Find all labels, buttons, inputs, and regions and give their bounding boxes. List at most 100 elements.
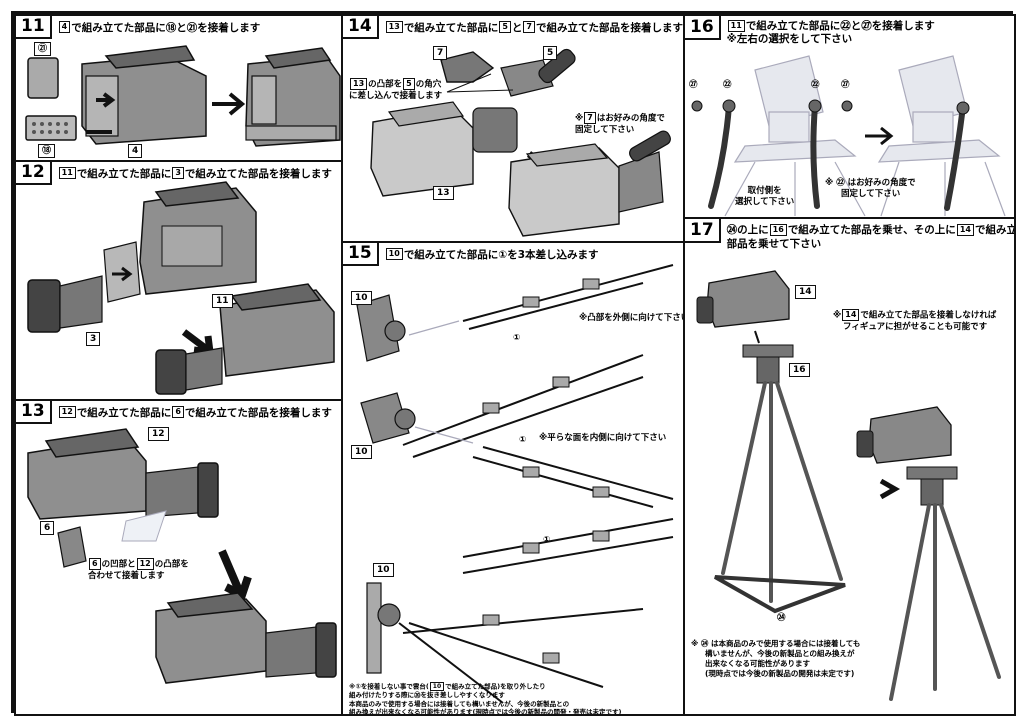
label-part-10: 10 bbox=[351, 291, 372, 305]
ref-box: 10 bbox=[385, 248, 403, 260]
step-text: ㉔の上に bbox=[726, 224, 769, 236]
ref-box: 6 bbox=[172, 406, 184, 418]
lens-hood-shape bbox=[27, 279, 61, 333]
step-13-header: 13 12 で組み立てた部品に 6 で組み立てた部品を接着します bbox=[16, 401, 332, 424]
part-18-shape bbox=[25, 115, 77, 141]
instruction-sheet: 11 4 で組み立てた部品に ⑱と㉑を接着します ㉑ ⑱ 4 12 bbox=[11, 11, 1016, 716]
step-text: で組み立てた部品に bbox=[76, 406, 172, 419]
step-14-header: 14 13 で組み立てた部品に 5 と 7 で組み立てた部品を接着します bbox=[343, 16, 683, 39]
step-text: で組み立てた部品に①を3本差し込みます bbox=[403, 248, 599, 261]
arrow-right-icon bbox=[879, 478, 901, 500]
step-15-header: 15 10 で組み立てた部品に①を3本差し込みます bbox=[343, 243, 599, 266]
label-part-12: 12 bbox=[148, 427, 169, 441]
label-part-21: ㉑ bbox=[34, 42, 52, 56]
step-number: 12 bbox=[16, 162, 52, 185]
step-15-panel: 15 10 で組み立てた部品に①を3本差し込みます bbox=[341, 241, 685, 716]
step-text: で組み立てた部品に bbox=[71, 21, 166, 34]
ref-box: 3 bbox=[172, 167, 184, 179]
step-text: で組み立てた部品を乗せ、その上に bbox=[787, 224, 956, 236]
step-17-footnote: ※ ㉔ は本商品のみで使用する場合には接着しても 構いませんが、今後の新製品との… bbox=[691, 639, 861, 678]
part-5-shape bbox=[500, 59, 554, 97]
step-text: で組み立てた部品を接着します bbox=[184, 167, 332, 180]
step-text: で組み立てた部品に㉒と㉗を接着します bbox=[745, 20, 935, 32]
step-15-illustration bbox=[356, 264, 674, 704]
step-text: で組み立てた部品を接着します bbox=[535, 21, 683, 34]
ref-box: 4 bbox=[58, 21, 71, 33]
ref-box: 16 bbox=[769, 224, 787, 236]
label-part-11: 11 bbox=[212, 294, 233, 308]
part-6-shape bbox=[57, 526, 87, 568]
label-part-5: 5 bbox=[543, 46, 558, 60]
step-13-illustration bbox=[27, 428, 337, 684]
step-text: ※左右の選択をして下さい bbox=[726, 33, 853, 45]
label-part-10: 10 bbox=[373, 563, 394, 577]
label-part-1: ① bbox=[513, 333, 521, 343]
label-part-4: 4 bbox=[128, 144, 143, 158]
step-12-panel: 12 11 で組み立てた部品に 3 で組み立てた部品を接着します 11 3 bbox=[14, 160, 343, 401]
step-14-illustration bbox=[370, 48, 671, 237]
step-text: で組み立てた部品に bbox=[76, 167, 172, 180]
step-text: で組み立てた部品を接着します bbox=[184, 406, 332, 419]
part-21-shape bbox=[27, 57, 59, 99]
step-number: 15 bbox=[343, 243, 379, 266]
arrow-down-icon bbox=[218, 549, 252, 601]
step-text: 部品を乗せて下さい bbox=[726, 238, 822, 250]
step-11-header: 11 4 で組み立てた部品に ⑱と㉑を接着します bbox=[16, 16, 261, 39]
step-12-illustration bbox=[27, 181, 335, 395]
label-part-13: 13 bbox=[433, 186, 454, 200]
step-number: 17 bbox=[685, 219, 721, 243]
label-part-24: ㉔ bbox=[777, 613, 786, 623]
step-11-illustration bbox=[25, 45, 341, 156]
ref-box: 14 bbox=[956, 224, 974, 236]
step-number: 14 bbox=[343, 16, 379, 39]
step-number: 16 bbox=[685, 16, 721, 40]
label-part-1: ① bbox=[519, 435, 527, 445]
ref-box: 7 bbox=[523, 21, 535, 33]
ref-box: 5 bbox=[499, 21, 511, 33]
ref-box: 11 bbox=[727, 20, 745, 32]
step-number: 11 bbox=[16, 16, 52, 39]
arrow-down-right-icon bbox=[181, 329, 215, 357]
label-part-27: ㉗ bbox=[841, 80, 850, 90]
label-part-22: ㉒ bbox=[811, 80, 820, 90]
label-part-3: 3 bbox=[86, 332, 101, 346]
step-11-panel: 11 4 で組み立てた部品に ⑱と㉑を接着します ㉑ ⑱ 4 bbox=[14, 14, 343, 162]
step-text: で組み立てた bbox=[974, 224, 1016, 236]
step-16-note-angle: ※ ㉒ はお好みの角度で固定して下さい bbox=[825, 178, 916, 199]
step-15-note-flat: ※平らな面を内側に向けて下さい bbox=[539, 433, 667, 443]
step-text: ⑱と㉑を接着します bbox=[165, 21, 261, 34]
step-16-illustration bbox=[691, 55, 1006, 217]
step-text: と bbox=[511, 21, 523, 34]
step-number: 13 bbox=[16, 401, 52, 424]
step-12-header: 12 11 で組み立てた部品に 3 で組み立てた部品を接着します bbox=[16, 162, 332, 185]
ref-box: 12 bbox=[58, 406, 76, 418]
label-part-16: 16 bbox=[789, 363, 810, 377]
arrow-right-icon bbox=[212, 92, 246, 116]
label-part-7: 7 bbox=[433, 46, 448, 60]
step-15-note-outward: ※凸部を外側に向けて下さい bbox=[579, 313, 685, 323]
label-part-27: ㉗ bbox=[689, 80, 698, 90]
label-part-14: 14 bbox=[795, 285, 816, 299]
ref-box: 13 bbox=[385, 21, 403, 33]
ref-box: 11 bbox=[58, 167, 76, 179]
step-text: で組み立てた部品に bbox=[403, 21, 499, 34]
step-17-illustration bbox=[696, 270, 1001, 701]
arrow-right-icon bbox=[865, 126, 894, 146]
label-part-1: ① bbox=[543, 535, 551, 545]
part-7-shape bbox=[440, 51, 495, 83]
step-14-panel: 14 13 で組み立てた部品に 5 と 7 で組み立てた部品を接着します 7 5… bbox=[341, 14, 685, 243]
label-part-6: 6 bbox=[40, 521, 55, 535]
label-part-10: 10 bbox=[351, 445, 372, 459]
step-16-note-side: 取付側を選択して下さい bbox=[735, 186, 795, 207]
label-part-18: ⑱ bbox=[38, 144, 56, 158]
